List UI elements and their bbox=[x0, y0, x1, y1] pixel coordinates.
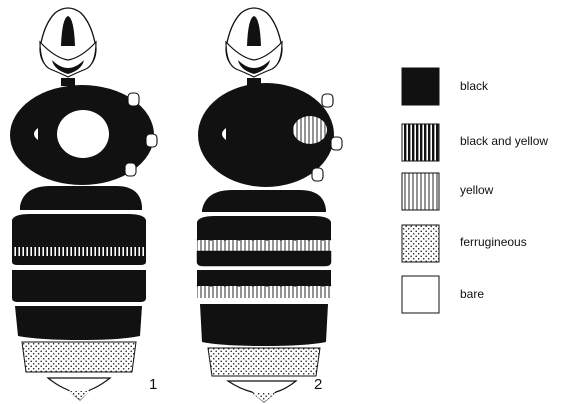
figure-number-1: 1 bbox=[149, 376, 157, 393]
abdomen bbox=[197, 190, 331, 402]
thorax bbox=[10, 85, 157, 185]
legend-label-bare: bare bbox=[460, 287, 484, 301]
legend-item-bare: bare bbox=[402, 276, 484, 313]
legend-label-ferrugineous: ferrugineous bbox=[460, 235, 527, 249]
legend: black black and yellow yellow ferrugineo… bbox=[402, 68, 548, 313]
legend-item-yellow: yellow bbox=[402, 173, 494, 210]
legend-label-yellow: yellow bbox=[460, 183, 494, 197]
figure-number-2: 2 bbox=[314, 376, 322, 393]
legend-item-black-and-yellow: black and yellow bbox=[402, 124, 548, 161]
head bbox=[40, 8, 96, 77]
thorax bbox=[198, 83, 342, 187]
legend-label-black: black bbox=[460, 79, 489, 93]
legend-item-ferrugineous: ferrugineous bbox=[402, 225, 527, 262]
legend-label-black-and-yellow: black and yellow bbox=[460, 134, 548, 148]
bee-figure-2 bbox=[197, 8, 342, 402]
bee-figure-1 bbox=[10, 8, 157, 400]
head bbox=[226, 8, 282, 77]
legend-item-black: black bbox=[402, 68, 489, 105]
abdomen bbox=[12, 186, 146, 400]
